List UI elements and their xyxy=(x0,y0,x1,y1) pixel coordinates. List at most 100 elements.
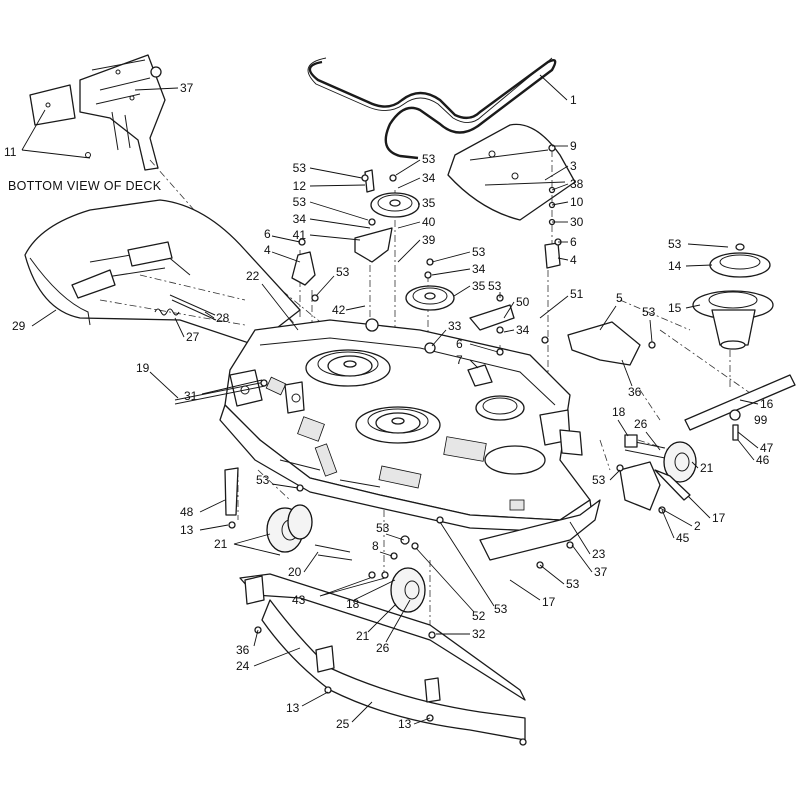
callout-c13a: 13 xyxy=(180,523,194,537)
leader-line-c23 xyxy=(569,521,591,555)
callout-c14: 14 xyxy=(668,259,682,273)
leader-line-c53h xyxy=(649,319,653,343)
callout-c53a: 53 xyxy=(293,161,307,175)
leader-line-c50 xyxy=(503,301,515,319)
callout-c3: 3 xyxy=(570,159,577,173)
callout-c10: 10 xyxy=(570,195,584,209)
leader-line-c34a xyxy=(397,177,421,189)
callout-c8: 8 xyxy=(372,539,379,553)
leader-line-c37a xyxy=(134,87,179,91)
torsion-spring xyxy=(154,308,180,316)
leader-line-c42 xyxy=(345,305,366,311)
leader-line-c2 xyxy=(659,507,693,527)
callout-c36b: 36 xyxy=(236,643,250,657)
leader-line-c8 xyxy=(379,551,393,557)
callout-c41: 41 xyxy=(293,228,307,242)
leader-line-c15 xyxy=(685,304,701,309)
callout-c5: 5 xyxy=(616,291,623,305)
deck-skirt xyxy=(479,499,601,561)
leader-line-c21a xyxy=(691,461,699,469)
callout-c99: 99 xyxy=(754,413,768,427)
callout-c22: 22 xyxy=(246,269,260,283)
leader-line-c35b xyxy=(453,285,471,297)
callout-c50: 50 xyxy=(516,295,530,309)
leader-line-c38 xyxy=(551,183,569,191)
callout-c31: 31 xyxy=(184,389,198,403)
leader-line-c24 xyxy=(253,647,301,667)
leader-line-c48 xyxy=(199,499,226,513)
callout-c53j: 53 xyxy=(256,473,270,487)
callout-c6b: 6 xyxy=(264,227,271,241)
callout-c53b: 53 xyxy=(422,152,436,166)
callout-c35b: 35 xyxy=(472,279,486,293)
leader-line-c18b xyxy=(353,579,396,601)
callout-c28: 28 xyxy=(216,311,230,325)
leader-line-c36b xyxy=(253,629,259,647)
inset-title: BOTTOM VIEW OF DECK xyxy=(8,179,162,193)
idler-arm-right xyxy=(469,304,515,331)
callout-c43: 43 xyxy=(292,593,306,607)
callout-c37a: 37 xyxy=(180,81,194,95)
callout-c26a: 26 xyxy=(634,417,648,431)
callout-c1: 1 xyxy=(570,93,577,107)
leader-line-c53l xyxy=(439,521,495,607)
callout-c34d: 34 xyxy=(516,323,530,337)
leader-line-c25 xyxy=(351,701,373,723)
leader-line-c53b xyxy=(395,159,421,176)
callout-c24: 24 xyxy=(236,659,250,673)
leader-line-c53k xyxy=(385,533,405,541)
callout-c9: 9 xyxy=(570,139,577,153)
leader-line-c26b xyxy=(385,599,411,643)
leader-line-c3 xyxy=(544,165,569,181)
leader-line-c28 xyxy=(204,311,215,319)
callout-c34a: 34 xyxy=(422,171,436,185)
callout-c30: 30 xyxy=(570,215,584,229)
leader-line-c33 xyxy=(431,329,447,347)
leader-line-c34d xyxy=(503,329,515,333)
leader-line-c13c xyxy=(413,717,431,725)
callout-c46: 46 xyxy=(756,453,770,467)
leader-line-c46 xyxy=(737,439,755,461)
callout-c18b: 18 xyxy=(346,597,360,611)
callout-c39: 39 xyxy=(422,233,436,247)
leader-line-c34c xyxy=(431,268,471,276)
callout-c53h: 53 xyxy=(642,305,656,319)
leader-line-c20 xyxy=(303,551,319,573)
leader-line-c22 xyxy=(261,283,299,331)
leader-line-c1 xyxy=(539,74,568,101)
callout-c17b: 17 xyxy=(542,595,556,609)
leader-line-c17a xyxy=(687,495,711,519)
callout-c2: 2 xyxy=(694,519,701,533)
cutting-blade xyxy=(684,374,796,431)
callout-c53k: 53 xyxy=(376,521,390,535)
hanger-bracket xyxy=(619,461,661,511)
callout-c37b: 37 xyxy=(594,565,608,579)
callout-c34b: 34 xyxy=(293,212,307,226)
callout-c26b: 26 xyxy=(376,641,390,655)
callout-c36a: 36 xyxy=(628,385,642,399)
deck-rod xyxy=(174,381,266,401)
callout-c25: 25 xyxy=(336,717,350,731)
callout-c53i: 53 xyxy=(592,473,606,487)
callout-c13c: 13 xyxy=(398,717,412,731)
callout-c29: 29 xyxy=(12,319,26,333)
callout-c53l: 53 xyxy=(494,602,508,616)
callout-c34c: 34 xyxy=(472,262,486,276)
callout-c38: 38 xyxy=(570,177,584,191)
leader-line-c51 xyxy=(539,295,569,319)
pulley-left-spindle xyxy=(327,355,373,377)
callout-c6a: 6 xyxy=(570,235,577,249)
leader-line-c53j xyxy=(271,483,299,489)
leader-line-c19 xyxy=(149,371,179,399)
callout-c4a: 4 xyxy=(570,253,577,267)
leader-line-c4a xyxy=(557,257,569,261)
leader-line-c21c xyxy=(367,603,397,633)
chute-rod xyxy=(169,294,216,316)
callout-c53g: 53 xyxy=(336,265,350,279)
pulley-right-spindle xyxy=(475,395,525,421)
idler-arm xyxy=(354,227,393,263)
leader-line-c45 xyxy=(661,509,675,539)
leader-line-c53m xyxy=(539,564,565,585)
callout-c35a: 35 xyxy=(422,196,436,210)
